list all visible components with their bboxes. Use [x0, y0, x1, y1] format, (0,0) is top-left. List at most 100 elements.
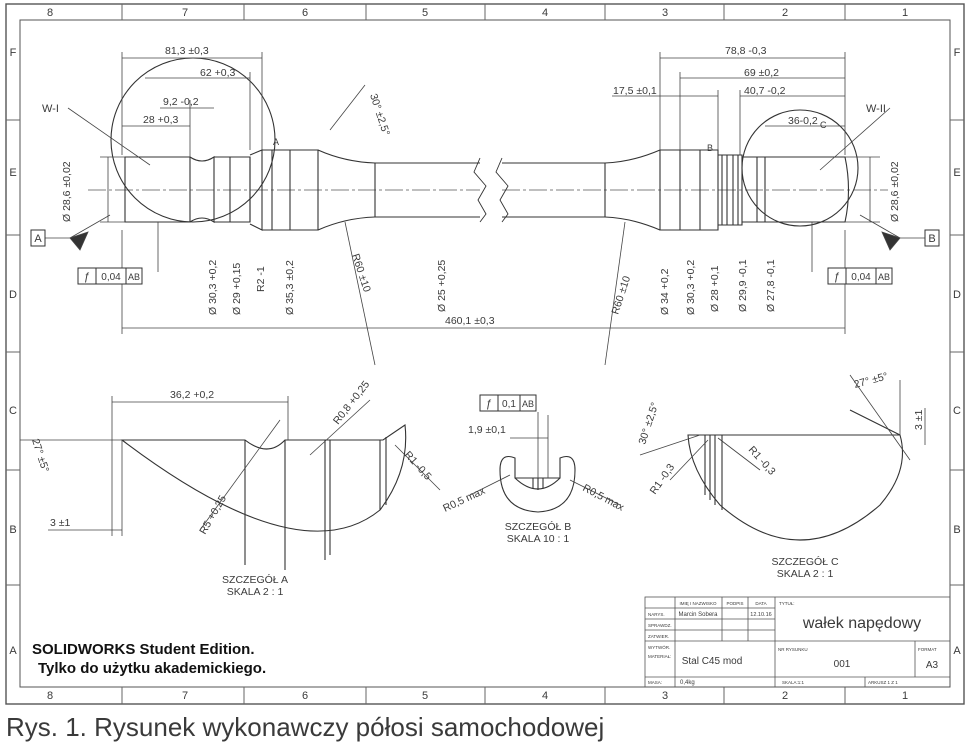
row-label-left: E: [9, 167, 16, 179]
shaft-main-view: [88, 149, 888, 231]
dim-9-2: 9,2 -0,2: [163, 96, 199, 108]
runout-symbol: ƒ: [834, 271, 840, 283]
dim-81: 81,3 ±0,3: [165, 45, 209, 57]
watermark-line-2: Tylko do użytku akademickiego.: [38, 660, 266, 677]
tb-format-label: FORMAT: [918, 647, 937, 652]
section-mark-a: A: [273, 137, 279, 147]
runout-ref: AB: [878, 272, 890, 282]
row-label-right: E: [953, 167, 960, 179]
tb-col-date: DATA: [755, 601, 766, 606]
row-label-left: A: [9, 645, 17, 657]
dim-62: 62 +0,3: [200, 67, 235, 79]
datum-a: A: [30, 229, 46, 247]
runout-value: 0,04: [101, 272, 121, 283]
tb-row-drawn: NARYS.: [648, 612, 665, 617]
outer-frame: [5, 3, 965, 705]
col-label-top: 7: [182, 7, 188, 19]
zone-ticks: [6, 4, 964, 704]
tb-col-title: TYTUŁ:: [779, 601, 795, 606]
dim-dia-29-9: Ø 29,9 -0,1: [737, 259, 749, 312]
dim-dia-28: Ø 28 +0,1: [709, 265, 721, 312]
row-label-left: B: [9, 524, 16, 536]
dim-36: 36-0,2: [788, 115, 818, 127]
detail-a-dim-3: 3 ±1: [50, 517, 71, 529]
col-label-bottom: 8: [47, 690, 53, 702]
dim-40-7: 40,7 -0,2: [744, 85, 786, 97]
tb-date: 12.10.16: [750, 612, 771, 618]
dim-17-5: 17,5 ±0,1: [613, 85, 657, 97]
dim-dia-30-3-right: Ø 30,3 +0,2: [685, 260, 697, 315]
runout-value: 0,04: [851, 272, 871, 283]
tb-material: Stal C45 mod: [682, 656, 743, 667]
dim-dia-28-6-right: Ø 28,6 ±0,02: [889, 161, 901, 222]
dim-78-8: 78,8 -0,3: [725, 45, 767, 57]
col-label-bottom: 4: [542, 690, 548, 702]
col-label-bottom: 7: [182, 690, 188, 702]
detail-c-view: [639, 374, 926, 541]
tb-mass: 0,4kg: [680, 680, 695, 686]
detail-b-dim-1-9: 1,9 ±0,1: [468, 424, 506, 436]
tb-sheet: ARKUSZ 1 Z 1: [868, 680, 898, 685]
col-label-top: 5: [422, 7, 428, 19]
detail-a-scale: SKALA 2 : 1: [227, 586, 284, 598]
title-block-texts: IMIĘ I NAZWISKO PODPIS DATA TYTUŁ: NARYS…: [648, 601, 939, 686]
row-label-right: B: [953, 524, 960, 536]
watermark-line-1: SOLIDWORKS Student Edition.: [32, 641, 254, 658]
tb-row-checked: SPRAWDZ.: [648, 623, 672, 628]
col-label-top: 3: [662, 7, 668, 19]
dim-dia-30-3-left: Ø 30,3 +0,2: [207, 260, 219, 315]
datum-b-label: B: [928, 233, 935, 245]
runout-frame-right: ƒ 0,04 AB: [827, 267, 893, 285]
detail-b-view: [469, 412, 621, 513]
dim-dia-34: Ø 34 +0,2: [659, 268, 671, 315]
tb-row-approved: ZATWIER.: [648, 634, 669, 639]
fcf-value: 0,1: [502, 399, 516, 410]
row-label-left: F: [10, 47, 17, 59]
figure-caption: Rys. 1. Rysunek wykonawczy półosi samoch…: [6, 712, 605, 742]
tb-material-label: MATERIAŁ:: [648, 654, 671, 659]
tb-col-name: IMIĘ I NAZWISKO: [679, 601, 717, 606]
datum-a-label: A: [34, 233, 42, 245]
detail-a-dim-36-2: 36,2 +0,2: [170, 389, 214, 401]
detail-c-dim-3: 3 ±1: [913, 409, 925, 430]
col-label-top: 8: [47, 7, 53, 19]
dim-r2: R2 -1: [255, 266, 267, 292]
view-label-w2: W-II: [866, 103, 886, 115]
tb-drawn-name: Marcin Sobera: [678, 612, 718, 618]
detail-c-scale: SKALA 2 : 1: [777, 568, 834, 580]
view-label-w1: W-I: [42, 103, 59, 115]
section-mark-b: B: [707, 143, 713, 153]
tb-format: A3: [926, 660, 939, 671]
col-label-bottom: 6: [302, 690, 308, 702]
section-mark-c: C: [820, 120, 827, 130]
row-label-right: C: [953, 405, 961, 417]
col-label-top: 2: [782, 7, 788, 19]
col-label-top: 4: [542, 7, 548, 19]
detail-b-title: SZCZEGÓŁ B: [505, 520, 572, 533]
tb-dwg-no: 001: [834, 659, 851, 670]
fcf-ref: AB: [522, 399, 534, 409]
row-label-left: D: [9, 289, 17, 301]
detail-a-outline: [120, 424, 407, 532]
tb-title: wałek napędowy: [802, 615, 921, 632]
detail-c-title: SZCZEGÓŁ C: [771, 555, 839, 568]
title-block: [644, 596, 951, 688]
col-label-bottom: 5: [422, 690, 428, 702]
detail-a-title: SZCZEGÓŁ A: [222, 573, 288, 586]
technical-drawing-sheet: 8 7 6 5 4 3 2 1 8 7 6 5 4 3 2 1 F E D C …: [5, 3, 965, 705]
runout-symbol: ƒ: [84, 271, 90, 283]
tb-scale: SKALA:1:1: [782, 680, 805, 685]
datum-b: B: [924, 229, 940, 247]
row-label-right: D: [953, 289, 961, 301]
row-label-right: F: [954, 47, 961, 59]
tb-dwg-no-label: NR RYSUNKU: [778, 647, 808, 652]
col-label-bottom: 1: [902, 690, 908, 702]
tb-col-sign: PODPIS: [726, 601, 743, 606]
col-label-bottom: 3: [662, 690, 668, 702]
dim-dia-35-3: Ø 35,3 ±0,2: [284, 260, 296, 315]
col-label-top: 6: [302, 7, 308, 19]
dim-dia-27-8: Ø 27,8 -0,1: [765, 259, 777, 312]
tb-mass-label: MASA:: [648, 680, 662, 685]
runout-ref: AB: [128, 272, 140, 282]
col-label-top: 1: [902, 7, 908, 19]
